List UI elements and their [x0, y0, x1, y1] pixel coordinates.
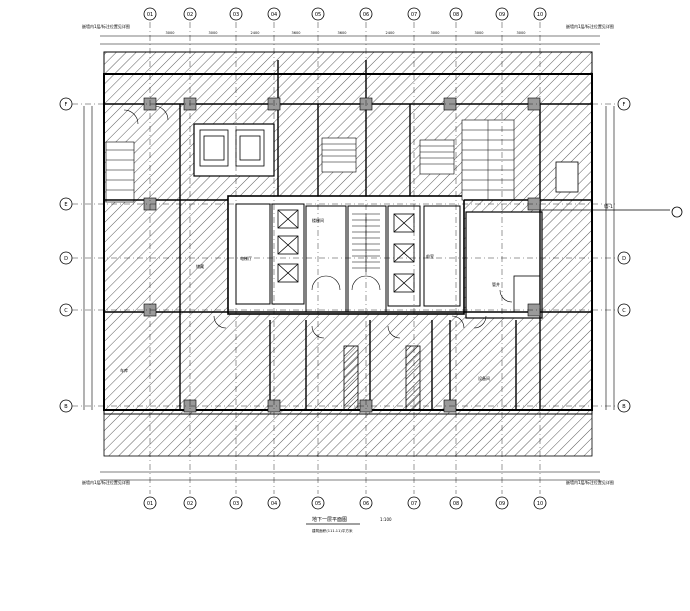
- col-label-b7: 07: [411, 501, 417, 507]
- dim-5: 3600: [338, 31, 347, 35]
- col-label-9: 09: [499, 12, 505, 18]
- corner-note-br: 嵌墙内1层/标注位置见详图: [566, 479, 614, 485]
- col-label-b10: 10: [537, 501, 543, 507]
- row-bubbles: [59, 97, 631, 413]
- row-label-2: E: [64, 202, 67, 208]
- column-bubbles-bottom: [143, 496, 547, 510]
- col-label-7: 07: [411, 12, 417, 18]
- col-label-2: 02: [187, 12, 193, 18]
- dim-8: 3000: [475, 31, 484, 35]
- corner-note-tl: 嵌墙内1层/标注位置见详图: [82, 23, 130, 29]
- room-equipment: 设备间: [478, 375, 490, 381]
- col-label-b9: 09: [499, 501, 505, 507]
- upper-lobby: [193, 123, 275, 177]
- axis-lines: [72, 22, 618, 494]
- drawing-note: 建筑面积(111.11)平方米: [312, 528, 353, 533]
- section-marker: [540, 206, 683, 218]
- elevator-cars: [277, 209, 415, 293]
- room-stair: 楼梯间: [312, 217, 324, 223]
- room-garage: 车库: [120, 367, 128, 373]
- row-label-1: F: [65, 102, 68, 108]
- dim-2: 3000: [209, 31, 218, 35]
- room-lobby: 电梯厅: [240, 255, 252, 261]
- col-label-4: 04: [271, 12, 277, 18]
- row-label-r4: C: [622, 308, 626, 314]
- row-label-4: C: [64, 308, 68, 314]
- row-label-5: B: [64, 404, 68, 410]
- core-stair: [311, 213, 381, 291]
- row-label-r1: F: [623, 102, 626, 108]
- col-label-b3: 03: [233, 501, 239, 507]
- room-labels: 电梯厅 前室 楼梯间 管井 储藏 设备间 车库: [120, 217, 500, 381]
- column-labels-top: 01 02 03 04 05 06 07 08 09 10: [147, 12, 543, 18]
- stair-treads: [106, 120, 514, 200]
- col-label-6: 06: [363, 12, 369, 18]
- door-swings: [123, 105, 513, 339]
- row-label-r3: D: [622, 256, 626, 262]
- corner-note-bl: 嵌墙内1层/标注位置见详图: [82, 479, 130, 485]
- row-labels: F E D C B F D C B: [64, 102, 626, 410]
- col-label-b5: 05: [315, 501, 321, 507]
- lower-shafts: [343, 345, 421, 411]
- col-label-b8: 08: [453, 501, 459, 507]
- dimension-lines: [83, 35, 615, 481]
- col-label-8: 08: [453, 12, 459, 18]
- col-label-b6: 06: [363, 501, 369, 507]
- row-label-3: D: [64, 256, 68, 262]
- row-label-r5: B: [622, 404, 626, 410]
- right-small-box: [555, 161, 579, 193]
- drawing-title: 地下一层平面图: [312, 516, 347, 523]
- col-label-3: 03: [233, 12, 239, 18]
- outer-band-bottom: [103, 413, 593, 457]
- col-label-1: 01: [147, 12, 153, 18]
- section-tag: 墙-1: [604, 203, 613, 210]
- room-storage: 储藏: [196, 263, 204, 269]
- dimension-labels: 3000 3000 2400 3600 3600 2400 3000 3000 …: [166, 31, 526, 35]
- col-label-b1: 01: [147, 501, 153, 507]
- room-shaft: 管井: [492, 281, 500, 287]
- col-label-10: 10: [537, 12, 543, 18]
- dim-9: 3000: [517, 31, 526, 35]
- col-label-b4: 04: [271, 501, 277, 507]
- dim-4: 3600: [292, 31, 301, 35]
- dim-3: 2400: [251, 31, 260, 35]
- corner-note-tr: 嵌墙内1层/标注位置见详图: [566, 23, 614, 29]
- upper-elevators: [199, 129, 265, 167]
- column-labels-bottom: 01 02 03 04 05 06 07 08 09 10: [147, 501, 543, 507]
- column-bubbles-top: [143, 7, 547, 21]
- drawing-scale: 1:100: [380, 517, 392, 522]
- room-front: 前室: [426, 253, 434, 259]
- col-label-b2: 02: [187, 501, 193, 507]
- dim-1: 3000: [166, 31, 175, 35]
- dim-7: 3000: [431, 31, 440, 35]
- dim-6: 2400: [386, 31, 395, 35]
- col-label-5: 05: [315, 12, 321, 18]
